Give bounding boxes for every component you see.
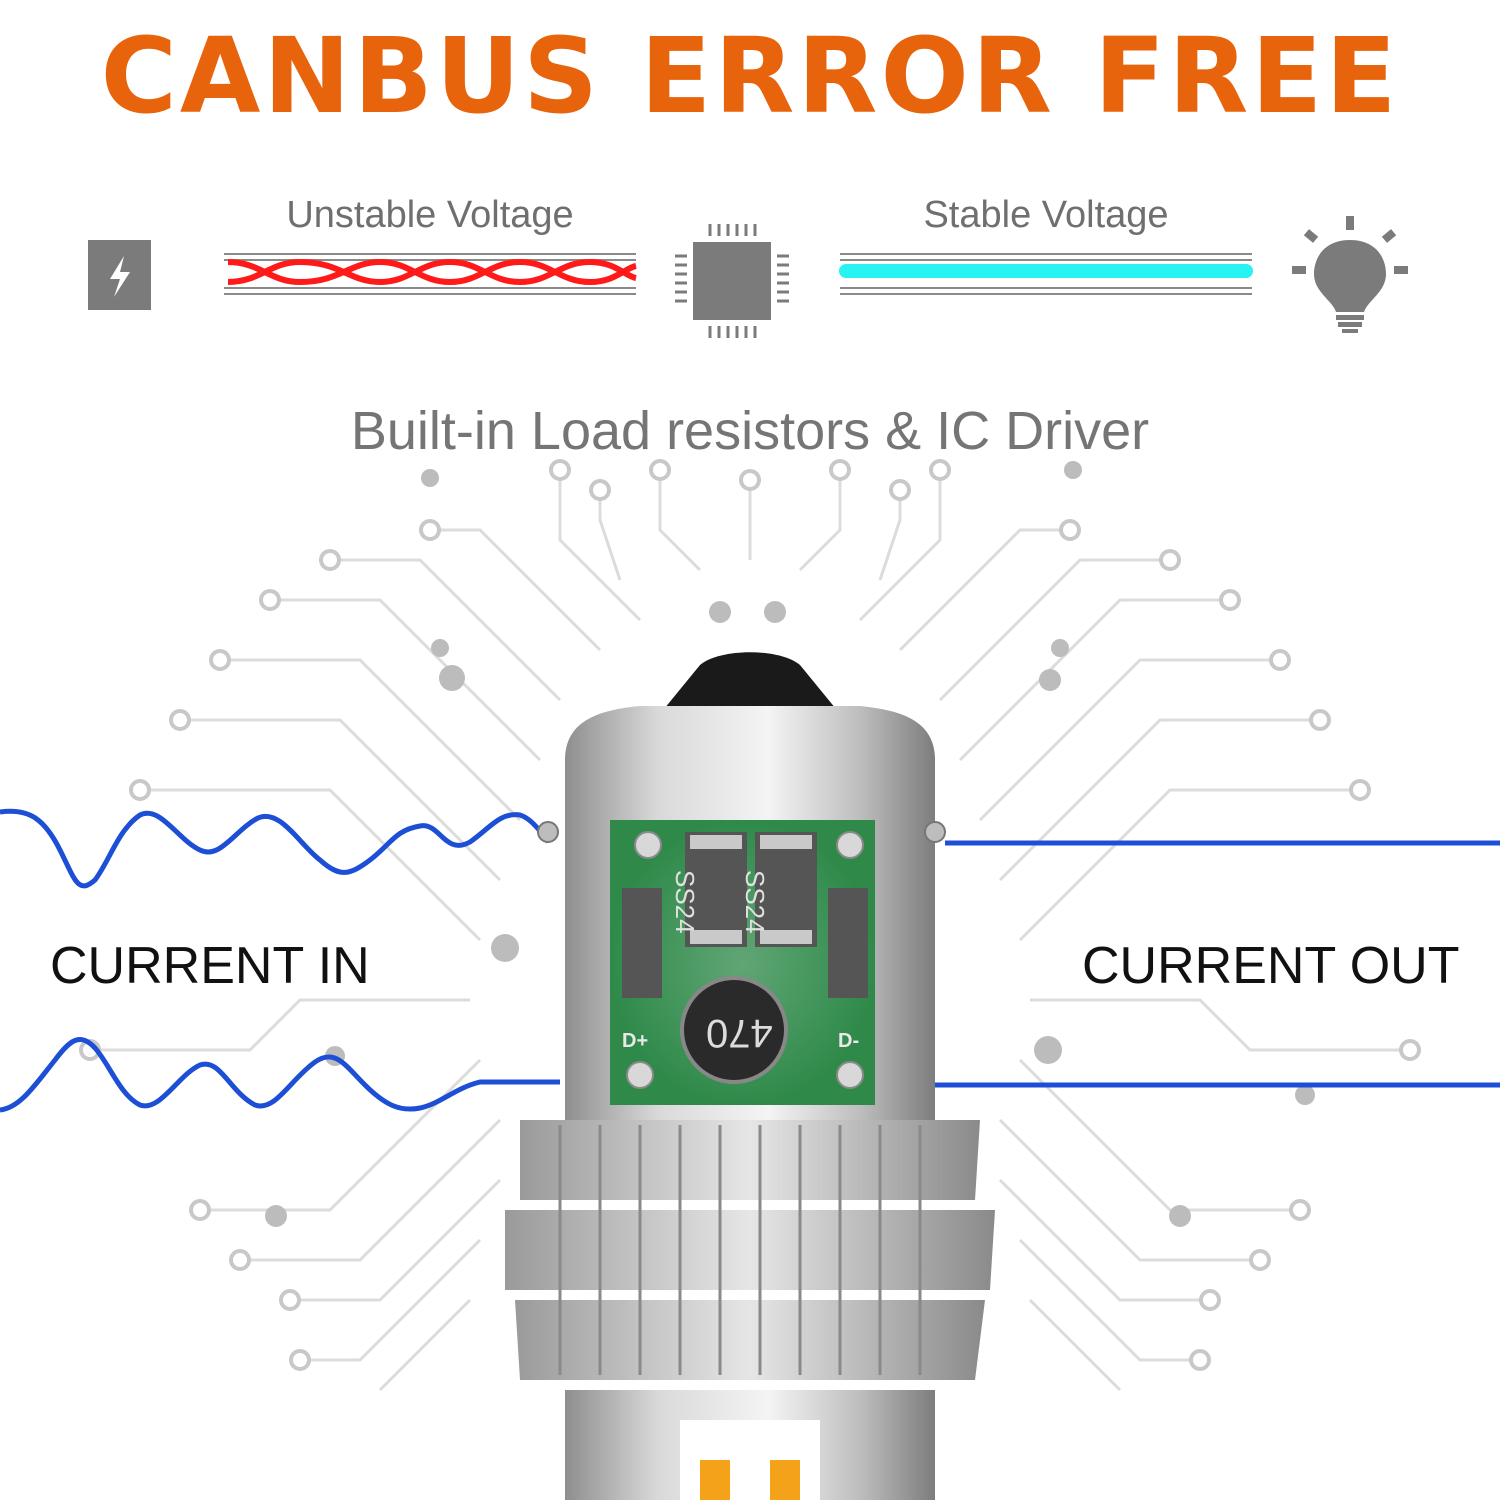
inductor-marking: 470 — [706, 1011, 773, 1055]
current-in-wave-top — [0, 808, 551, 889]
pad-plus-label: D+ — [622, 1030, 649, 1052]
stable-voltage-label: Stable Voltage — [923, 194, 1169, 236]
inductor — [680, 976, 788, 1084]
headline: CANBUS ERROR FREE — [100, 15, 1400, 137]
unstable-voltage-label: Unstable Voltage — [286, 194, 574, 236]
led-bulb-illustration — [505, 652, 995, 1500]
current-in-label: CURRENT IN — [50, 937, 370, 995]
unstable-voltage-wave — [227, 258, 637, 286]
chip-icon — [675, 224, 789, 338]
lightning-icon — [88, 240, 151, 310]
diode-marking-right: SS24 — [740, 870, 770, 934]
current-out-label: CURRENT OUT — [1082, 937, 1460, 995]
current-in-wave-bottom — [0, 1037, 560, 1113]
pad-minus-label: D- — [838, 1030, 860, 1052]
subtitle: Built-in Load resistors & IC Driver — [350, 401, 1150, 461]
light-bulb-icon — [1292, 216, 1408, 333]
diode-marking-left: SS24 — [670, 870, 700, 934]
